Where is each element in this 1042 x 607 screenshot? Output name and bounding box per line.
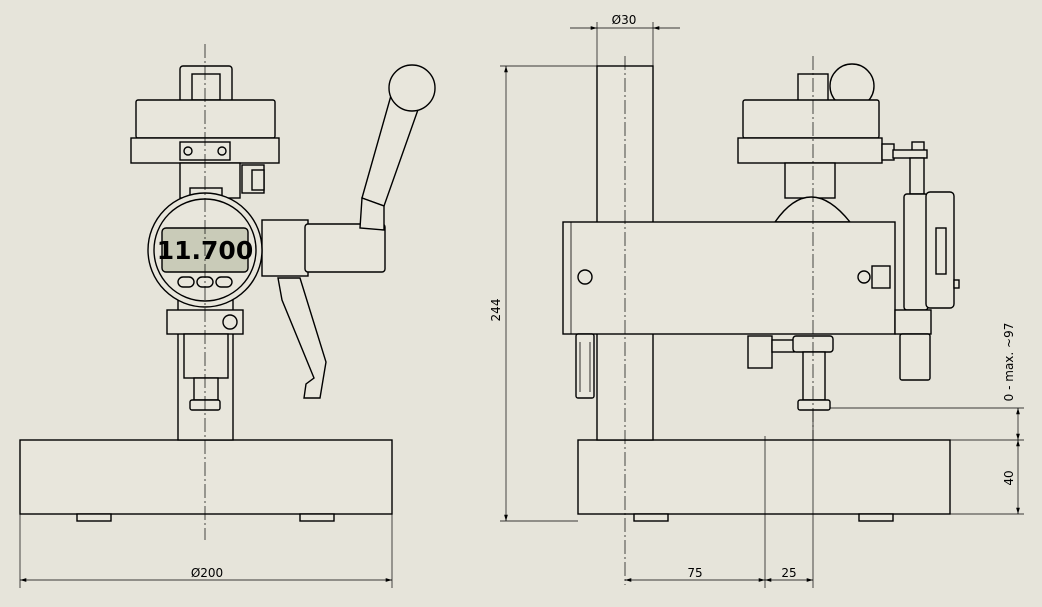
front-lever-hub [261,219,309,277]
side-probe-tip [797,399,831,411]
dim-244-label: 244 [489,299,503,322]
side-gauge-top-arm [892,149,928,159]
side-arm-screw [577,269,593,285]
gauge-button-1 [177,276,195,288]
front-lever-shaft [304,223,386,273]
side-base [577,439,951,515]
side-head-disc [742,99,880,139]
gauge-button-3 [215,276,233,288]
side-lock-block [871,265,891,289]
front-lever-joint [359,197,385,231]
front-foot-left [76,513,112,522]
side-probe-link [771,339,795,353]
side-body-upper [784,162,836,199]
dim-30-label: Ø30 [612,13,637,27]
dim-40-label: 40 [1002,470,1016,485]
side-foot-right [858,513,894,522]
dim-travel-label: 0 - max. ~97 [1002,323,1016,402]
side-gauge-knob [953,279,960,289]
side-probe-knob [747,335,773,369]
side-head-flange [737,137,883,164]
side-gauge-mount [894,309,932,335]
side-gauge-case [903,193,929,311]
side-lock-screw [857,270,871,284]
side-gauge-stem [909,157,925,195]
front-view: 11.700 [19,44,436,540]
front-foot-right [299,513,335,522]
dim-200-label: Ø200 [191,566,223,580]
side-head-clip [881,143,895,161]
dim-75-label: 75 [687,566,702,580]
front-lower-screw [222,314,238,330]
side-view [562,56,960,585]
front-probe-stem [193,377,219,401]
front-head-disc [135,99,276,139]
front-probe-holder [183,333,229,379]
side-gauge-foot [899,333,931,381]
front-lever-ball [388,64,436,112]
side-arm [562,221,896,335]
front-trigger-lever [277,277,327,399]
side-probe-shaft [802,351,826,401]
side-gauge-window [935,227,947,275]
side-trigger [575,333,595,399]
front-top-knob-inner [191,73,221,101]
front-side-pin [251,169,265,191]
side-dome [773,196,852,223]
dimensions: Ø200 Ø30 244 0 - max. ~97 40 75 25 [19,13,1024,588]
side-foot-left [633,513,669,522]
front-base [19,439,393,515]
dim-25-label: 25 [781,566,796,580]
front-screw-left [183,146,193,156]
front-screw-right [217,146,227,156]
